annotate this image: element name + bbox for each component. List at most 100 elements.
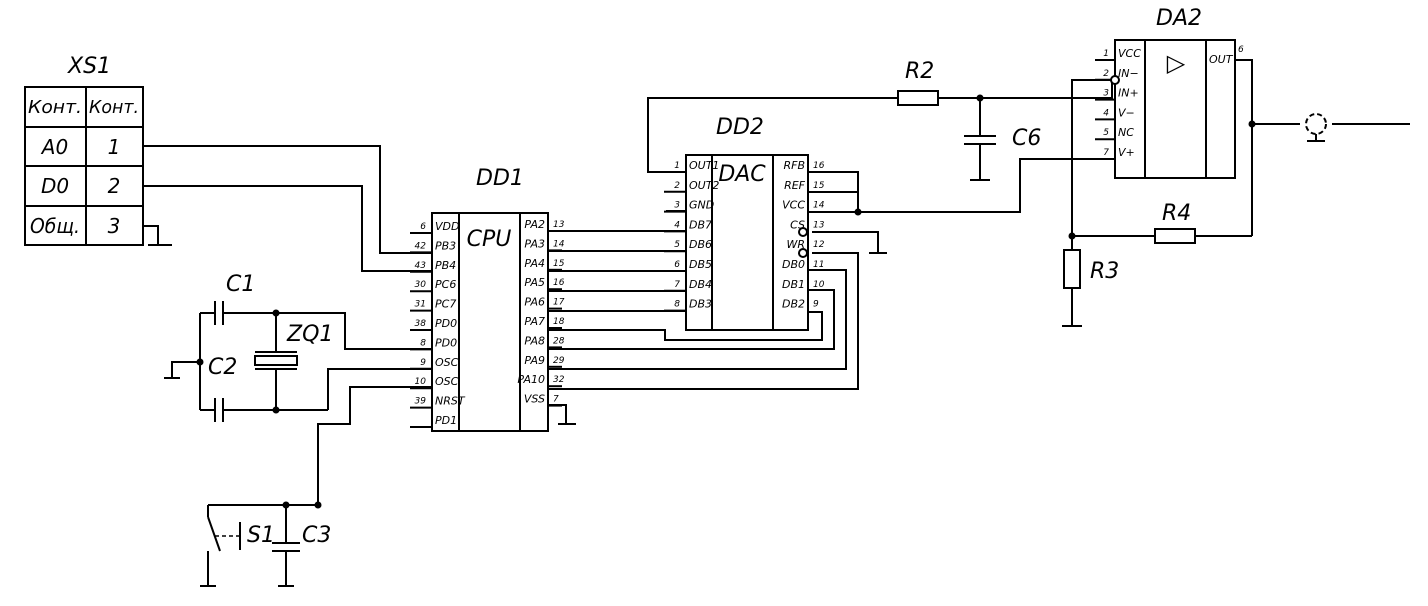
zq1-label: ZQ1 xyxy=(286,322,333,347)
c6-capacitor: C6 xyxy=(964,94,1041,181)
dd1-right-pin-number: 29 xyxy=(553,356,565,366)
opamp-symbol-icon: ▷ xyxy=(1167,49,1186,77)
xs1-cell-common: Общ. xyxy=(30,214,80,238)
r4-body xyxy=(1154,228,1196,244)
c1-label: C1 xyxy=(226,272,255,297)
dd1-left-pin-name: PB3 xyxy=(435,239,456,252)
dd1-left-pin-number: 31 xyxy=(415,300,426,310)
c6-label: C6 xyxy=(1012,126,1041,151)
da2-left-pin-name: IN− xyxy=(1118,67,1139,80)
dd1-right-pin-number: 7 xyxy=(553,395,559,405)
da2-left-pin-number: 7 xyxy=(1103,148,1109,158)
dd1-right-pin-name: VSS xyxy=(524,393,545,406)
da2-out-name: OUT xyxy=(1209,53,1234,66)
r4-label: R4 xyxy=(1162,201,1191,226)
dd1-right-pin-name: PA7 xyxy=(524,315,545,328)
output-connector-icon xyxy=(1305,113,1327,135)
dd2-right-pin-number: 12 xyxy=(813,240,825,250)
dd1-left-pin-number: 9 xyxy=(420,358,426,368)
xs1-header-2: Конт. xyxy=(89,97,139,118)
dd1-right-pin-number: 18 xyxy=(553,317,565,327)
dd2-body xyxy=(685,154,809,331)
dd1-right-pin-number: 16 xyxy=(553,278,565,288)
dd1-left-pin-number: 42 xyxy=(415,241,427,251)
dd1-left-pin-number: 6 xyxy=(420,222,426,232)
dd2-right-pin-name: DB1 xyxy=(782,278,805,291)
cs-inverter xyxy=(798,227,808,237)
r2-resistor: R2 xyxy=(897,59,939,106)
dd1-right-pin-number: 15 xyxy=(553,259,565,269)
dd2-right-pin-name: DB0 xyxy=(782,258,805,271)
da2-left-pin-name: VCC xyxy=(1118,47,1141,60)
r3-label: R3 xyxy=(1090,259,1119,284)
dd2-right-pin-number: 14 xyxy=(813,201,825,211)
dd1-left-pin-number: 10 xyxy=(415,377,427,387)
dd2-right-pin-number: 13 xyxy=(813,220,825,230)
dd2-left-pin-number: 5 xyxy=(674,240,680,250)
dd1-left-pin-name: NRST xyxy=(435,395,466,408)
reset-circuit: S1 C3 xyxy=(200,386,432,587)
da2-left-pin-name: V− xyxy=(1118,106,1135,119)
dd2-right-pin-number: 11 xyxy=(813,260,824,270)
dd2-right-pin-name: WR xyxy=(786,238,805,251)
in-minus-inverter xyxy=(1110,75,1120,85)
dd2-left-pin-number: 2 xyxy=(674,181,680,191)
dd1-left-pin-number: 38 xyxy=(415,319,427,329)
dd1-left-pin-number: 30 xyxy=(415,280,427,290)
dd1-left-pin-number: 39 xyxy=(415,397,427,407)
da2-label: DA2 xyxy=(1156,6,1202,31)
da2-body xyxy=(1114,39,1236,179)
da2-left-pin-number: 5 xyxy=(1103,128,1109,138)
da2-left-pin-name: NC xyxy=(1118,126,1134,139)
dd1-right-pin-name: PA8 xyxy=(524,334,545,347)
dd2-right-pin-name: DB2 xyxy=(782,298,805,311)
da2-out-num: 6 xyxy=(1238,45,1244,55)
dd2-right-pin-number: 15 xyxy=(813,181,825,191)
xs1-wires xyxy=(143,145,432,272)
dd1-right-pin-name: PA9 xyxy=(524,354,545,367)
dd2-left-pin-name: DB6 xyxy=(689,238,712,251)
feedback-network: R4 R3 xyxy=(1062,79,1252,327)
dd1-left-pin-name: PD0 xyxy=(435,317,457,330)
dd1-cpu: DD1 CPU VDD6PB342PB443PC630PC731PD038PD0… xyxy=(410,166,576,432)
c2-label: C2 xyxy=(208,355,237,380)
dd2-left-pin-number: 6 xyxy=(674,260,680,270)
xs1-cell-a0: A0 xyxy=(40,135,68,159)
dd2-left-pin-name: DB4 xyxy=(689,278,712,291)
r2-body xyxy=(897,90,939,106)
dd2-left-pin-number: 8 xyxy=(674,300,680,310)
zq1-crystal-body xyxy=(254,355,298,366)
dd1-right-pin-name: PA3 xyxy=(524,237,545,250)
xs1-cell-2: 2 xyxy=(108,174,121,198)
dd1-title: CPU xyxy=(467,227,512,252)
dd2-left-pin-name: OUT1 xyxy=(689,159,719,172)
data-bus xyxy=(548,230,887,390)
dd1-right-pin-number: 14 xyxy=(553,239,565,249)
xs1-cell-1: 1 xyxy=(108,135,121,159)
dd1-right-pin-number: 17 xyxy=(553,298,565,308)
dd2-left-pin-number: 1 xyxy=(674,161,680,171)
dd1-left-pin-number: 8 xyxy=(420,338,426,348)
dd1-left-pin-name: PB4 xyxy=(435,259,456,272)
oscillator-circuit: C1 C2 ZQ1 xyxy=(164,272,432,422)
da2-left-pin-number: 3 xyxy=(1103,89,1109,99)
dd2-right-pin-number: 9 xyxy=(813,300,819,310)
dd1-right-pin-name: PA10 xyxy=(517,373,545,386)
dd1-left-pin-name: PC6 xyxy=(435,278,456,291)
dd2-left-pin-name: DB3 xyxy=(689,298,712,311)
dd1-right-pin-number: 28 xyxy=(553,336,565,346)
dd1-right-pin-number: 13 xyxy=(553,220,565,230)
da2-left-pin-name: IN+ xyxy=(1118,87,1139,100)
dd1-left-pins: VDD6PB342PB443PC630PC731PD038PD08OSC9OSC… xyxy=(410,220,466,428)
xs1-label: XS1 xyxy=(67,54,111,79)
xs1-cell-3: 3 xyxy=(108,214,121,238)
dd2-title: DAC xyxy=(718,162,766,187)
r2-label: R2 xyxy=(905,59,934,84)
dd1-left-pin-number: 43 xyxy=(415,261,427,271)
s1-label: S1 xyxy=(247,523,275,548)
